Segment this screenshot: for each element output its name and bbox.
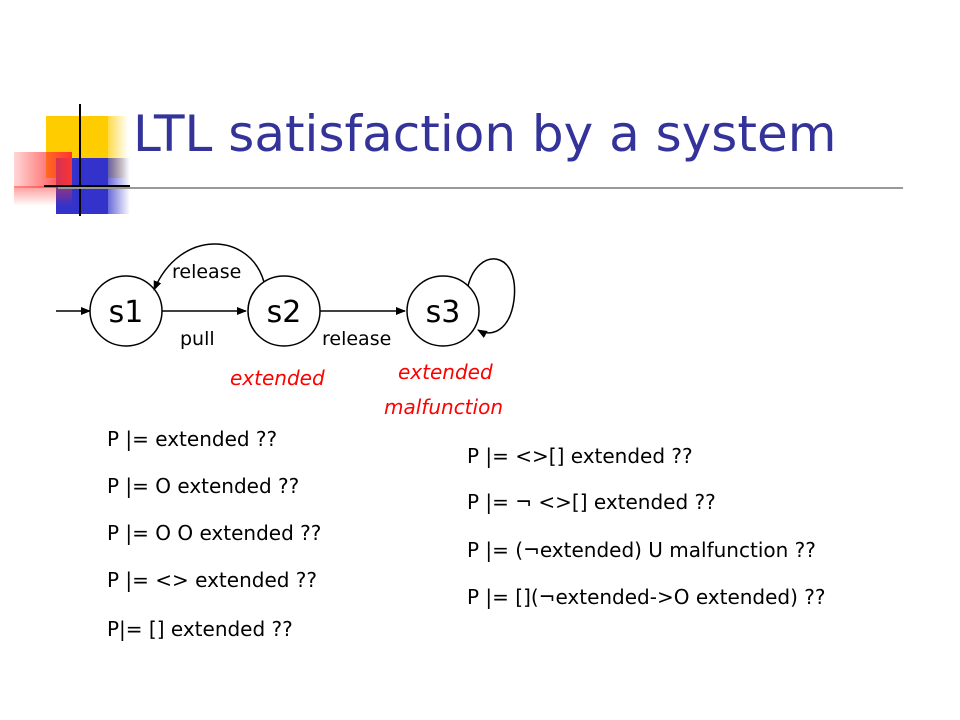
formula-left-2: P |= O extended ??: [107, 474, 300, 498]
state-s3-circle: [406, 275, 480, 347]
formula-left-1: P |= extended ??: [107, 427, 278, 451]
state-s2-label: s2: [267, 295, 302, 330]
formula-right-3: P |= (¬extended) U malfunction ??: [467, 538, 816, 562]
label-release-back: release: [172, 261, 241, 283]
label-pull: pull: [180, 328, 215, 350]
corner-ornament: [0, 0, 130, 220]
formula-right-4: P |= [](¬extended->O extended) ??: [467, 585, 826, 609]
formula-right-1: P |= <>[] extended ??: [467, 444, 693, 468]
ornament-vertical-line: [79, 104, 81, 216]
state-s3-label: s3: [426, 295, 461, 330]
title-underline: [58, 187, 903, 189]
slide-title: LTL satisfaction by a system: [133, 105, 837, 163]
transition-s3-self-loop: [467, 258, 516, 338]
prop-s3-extended: extended: [398, 360, 493, 384]
ornament-horizontal-line: [44, 185, 130, 187]
formula-left-5: P|= [] extended ??: [107, 617, 293, 641]
prop-s2-extended: extended: [230, 366, 325, 390]
formula-left-3: P |= O O extended ??: [107, 521, 322, 545]
label-release-forward: release: [322, 328, 391, 350]
formula-right-2: P |= ¬ <>[] extended ??: [467, 490, 716, 514]
state-s1-label: s1: [109, 295, 144, 330]
transition-s2-s1: [153, 243, 265, 291]
prop-s3-malfunction: malfunction: [384, 395, 503, 419]
formula-left-4: P |= <> extended ??: [107, 568, 318, 592]
ornament-red-glow-down: [14, 186, 72, 206]
ornament-red-square: [14, 152, 72, 188]
